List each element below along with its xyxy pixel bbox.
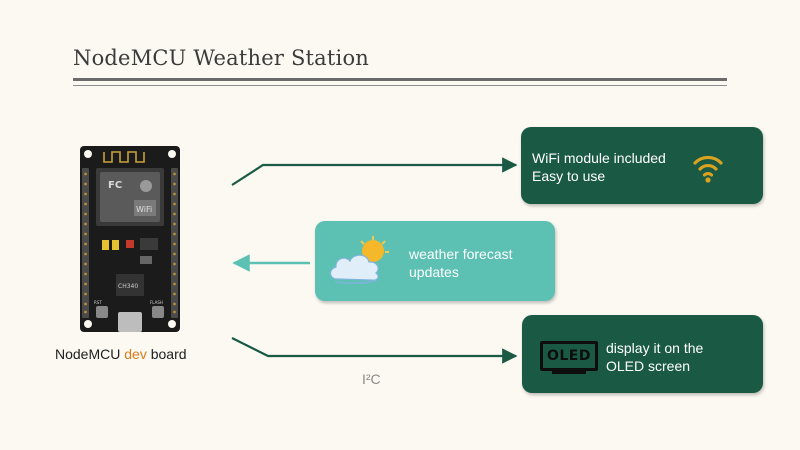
wifi-icon	[693, 155, 723, 183]
wifi-box-text: WiFi module included Easy to use	[532, 149, 666, 185]
board-caption-suffix: board	[146, 346, 187, 362]
nodemcu-board-icon: FC WiFi CH340 RST FLASH	[80, 146, 180, 332]
oled-feature-box: OLED display it on the OLED screen	[522, 315, 763, 393]
oled-display-icon: OLED	[540, 341, 598, 371]
weather-box-text: weather forecast updates	[409, 245, 513, 281]
oled-box-line1: display it on the	[606, 340, 704, 356]
rst-label: RST	[94, 300, 102, 305]
wifi-box-line1: WiFi module included	[532, 150, 666, 166]
nodemcu-board-image: FC WiFi CH340 RST FLASH	[80, 146, 180, 332]
svg-text:FC: FC	[108, 180, 122, 191]
flash-label: FLASH	[150, 300, 163, 305]
weather-box-line2: updates	[409, 264, 459, 280]
oled-box-line2: OLED screen	[606, 358, 691, 374]
cloud-sun-icon	[329, 236, 389, 284]
oled-icon-stand	[552, 371, 586, 374]
arrow-to-wifi	[231, 157, 518, 186]
module-label: WiFi	[136, 205, 152, 214]
board-caption: NodeMCU dev board	[55, 346, 215, 362]
chip-label: CH340	[118, 283, 138, 290]
board-caption-accent: dev	[124, 346, 147, 362]
weather-feature-box: weather forecast updates	[315, 221, 555, 301]
page-title: NodeMCU Weather Station	[73, 46, 370, 70]
i2c-label: I²C	[362, 371, 381, 387]
oled-box-text: display it on the OLED screen	[606, 339, 703, 375]
title-rule-thick	[73, 78, 727, 81]
board-caption-prefix: NodeMCU	[55, 346, 125, 362]
title-rule-thin	[73, 85, 727, 86]
wifi-box-line2: Easy to use	[532, 168, 606, 184]
oled-icon-text: OLED	[546, 348, 591, 364]
weather-box-line1: weather forecast	[409, 246, 513, 262]
arrow-to-oled	[231, 337, 518, 364]
wifi-feature-box: WiFi module included Easy to use	[521, 127, 763, 204]
